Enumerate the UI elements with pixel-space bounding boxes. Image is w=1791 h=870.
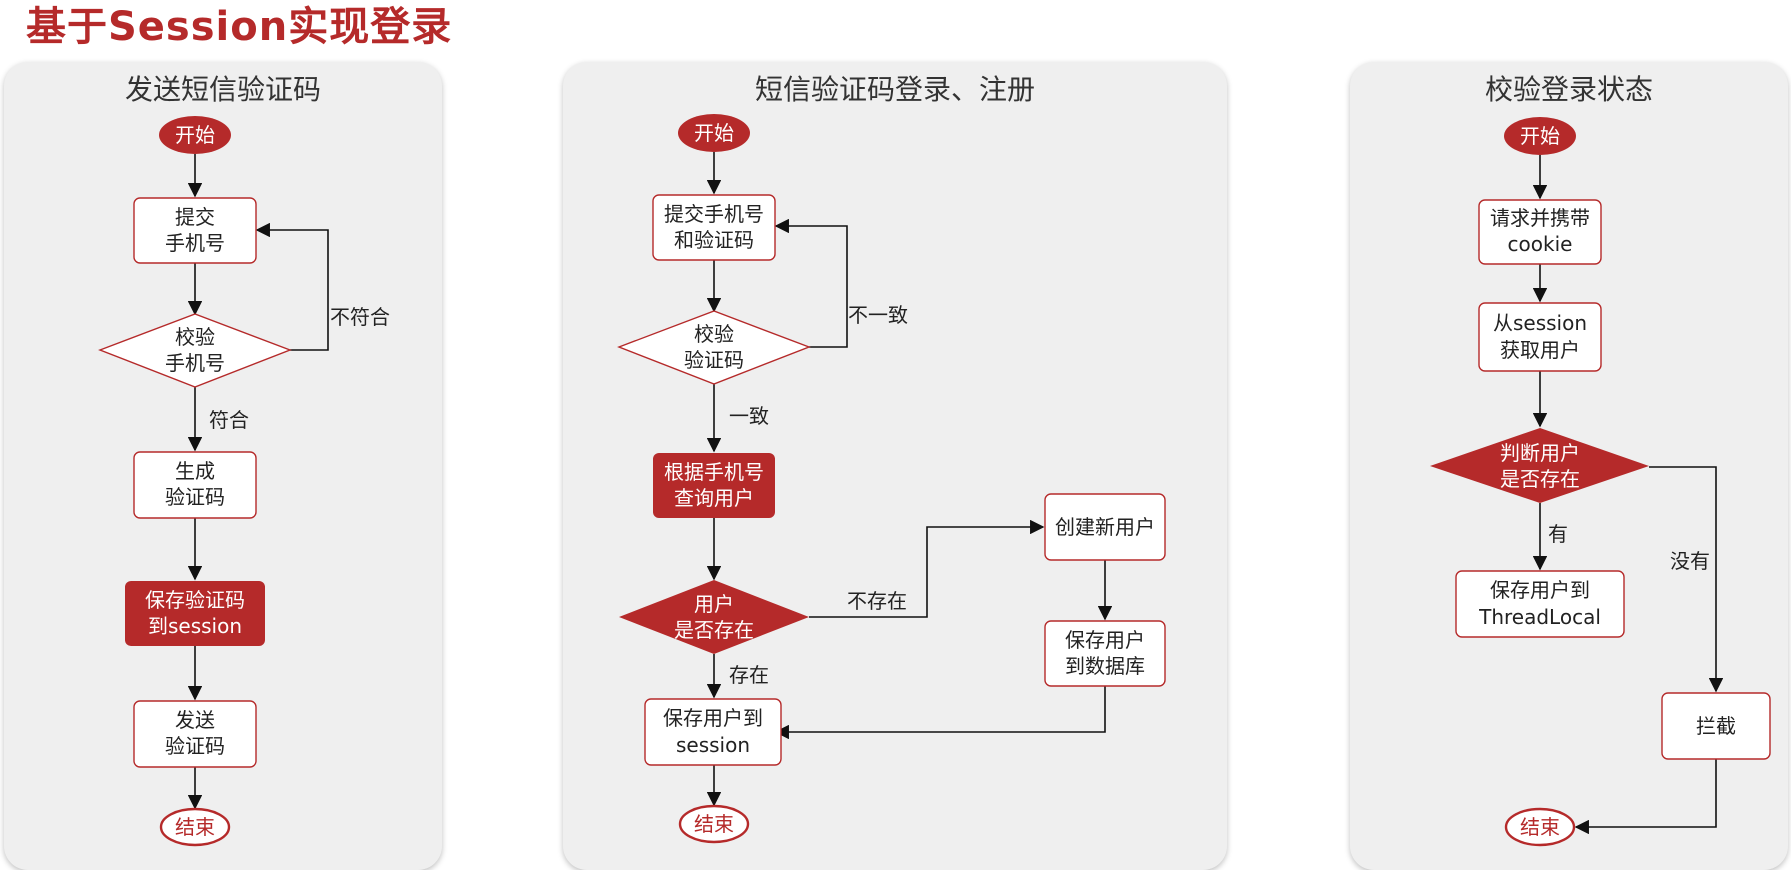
node-label: cookie [1508, 232, 1573, 256]
start-label: 开始 [175, 123, 215, 147]
node-label: 和验证码 [674, 228, 754, 252]
node-label: 到数据库 [1065, 654, 1145, 678]
panel3-intercept: 拦截 [1661, 692, 1771, 760]
node-label: 创建新用户 [1055, 515, 1155, 539]
node-label: 根据手机号 [664, 460, 764, 484]
node-label: 提交 [175, 205, 215, 229]
edge-label-match: 一致 [729, 404, 769, 428]
end-label: 结束 [694, 812, 734, 836]
node-label: 是否存在 [1500, 467, 1580, 491]
start-label: 开始 [694, 121, 734, 145]
node-label: 验证码 [684, 348, 744, 372]
edge-label-mismatch: 不一致 [848, 303, 908, 327]
panel2-end: 结束 [678, 804, 750, 844]
panel1-end: 结束 [159, 807, 231, 847]
node-label: 手机号 [165, 351, 225, 375]
panel2-create-user: 创建新用户 [1044, 493, 1166, 561]
node-label: 查询用户 [674, 486, 754, 510]
panel3-end: 结束 [1504, 807, 1576, 847]
page-title: 基于Session实现登录 [26, 4, 453, 50]
node-label: 验证码 [165, 485, 225, 509]
panel2-start: 开始 [678, 114, 750, 152]
end-label: 结束 [175, 815, 215, 839]
panel-title: 发送短信验证码 [124, 73, 321, 106]
edge-label-ok: 符合 [209, 408, 249, 432]
panel1-edges [187, 154, 329, 810]
end-label: 结束 [1520, 815, 1560, 839]
node-label: 保存用户 [1065, 628, 1145, 652]
panel2-user-exists: 用户 是否存在 [619, 580, 809, 654]
node-label: 保存用户到 [1490, 578, 1590, 602]
panel1-check-phone: 校验 手机号 [98, 313, 292, 388]
edge-label-no: 没有 [1670, 549, 1710, 573]
start-label: 开始 [1520, 124, 1560, 148]
panel2-submit-phone-code: 提交手机号 和验证码 [652, 194, 776, 261]
edge-label-exist: 存在 [729, 663, 769, 687]
panel3-edges [1532, 155, 1724, 835]
node-label: 是否存在 [674, 618, 754, 642]
panel2-query-user: 根据手机号 查询用户 [653, 453, 775, 518]
node-label: 获取用户 [1500, 338, 1580, 362]
panel1-generate-code: 生成 验证码 [133, 451, 257, 519]
node-label: 从session [1493, 311, 1587, 335]
panel3-judge-user: 判断用户 是否存在 [1430, 428, 1649, 503]
panel3-request-cookie: 请求并携带 cookie [1478, 199, 1602, 265]
panel3-get-user-session: 从session 获取用户 [1478, 302, 1602, 372]
panel1-start: 开始 [159, 116, 231, 154]
panel1-send-code: 发送 验证码 [133, 700, 257, 768]
node-label: 校验 [694, 322, 734, 346]
panel-title: 校验登录状态 [1484, 73, 1653, 106]
edge-label-fail: 不符合 [330, 305, 390, 329]
panel2-save-user-db: 保存用户 到数据库 [1044, 620, 1166, 687]
node-label: 验证码 [165, 734, 225, 758]
node-label: 拦截 [1696, 714, 1736, 738]
node-label: 发送 [175, 708, 215, 732]
node-label: 请求并携带 [1490, 206, 1590, 230]
node-label: 提交手机号 [664, 202, 764, 226]
node-label: 校验 [175, 325, 215, 349]
node-label: 判断用户 [1500, 441, 1580, 465]
panel1-save-code-session: 保存验证码 到session [125, 581, 265, 646]
node-label: 保存验证码 [145, 588, 245, 612]
node-label: session [676, 733, 750, 757]
node-label: 到session [148, 614, 242, 638]
node-label: 用户 [694, 592, 734, 616]
node-label: ThreadLocal [1478, 605, 1601, 629]
edge-label-not-exist: 不存在 [847, 589, 907, 613]
panel1-submit-phone: 提交 手机号 [133, 197, 257, 264]
panel2-edges [706, 152, 1113, 807]
panel2-save-user-session: 保存用户到 session [644, 698, 782, 766]
panel3-save-threadlocal: 保存用户到 ThreadLocal [1455, 570, 1625, 638]
panel2-check-code: 校验 验证码 [617, 310, 811, 385]
node-label: 保存用户到 [663, 706, 763, 730]
node-label: 生成 [175, 459, 215, 483]
panel3-start: 开始 [1504, 117, 1576, 155]
node-label: 手机号 [165, 231, 225, 255]
panel-title: 短信验证码登录、注册 [754, 73, 1035, 106]
edge-label-yes: 有 [1548, 522, 1568, 546]
